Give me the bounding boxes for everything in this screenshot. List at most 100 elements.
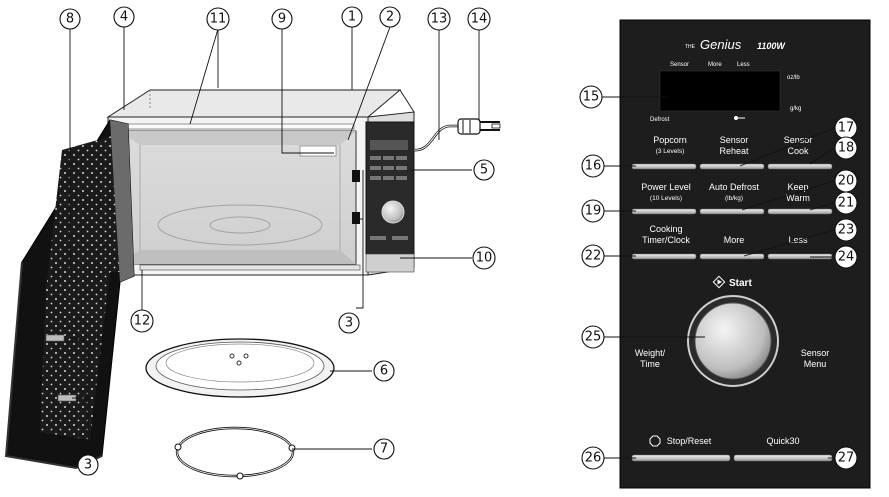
keep-warm-button[interactable]: Keep Warm xyxy=(767,182,833,215)
glass-tray xyxy=(145,338,335,398)
bottom-trim xyxy=(139,264,361,271)
callout-1: 1 xyxy=(341,6,363,28)
microwave-body xyxy=(106,89,415,276)
callout-23: 23 xyxy=(834,218,858,242)
svg-text:25: 25 xyxy=(585,330,602,345)
stop-reset-button[interactable]: Stop/Reset xyxy=(631,435,731,462)
svg-text:Cook: Cook xyxy=(787,146,809,156)
roller-ring xyxy=(174,426,296,480)
svg-text:Quick30: Quick30 xyxy=(766,436,799,446)
svg-text:27: 27 xyxy=(838,451,855,466)
unit-g-kg: g/kg xyxy=(790,106,801,112)
oven-light-strip xyxy=(121,123,355,130)
callout-7: 7 xyxy=(373,438,395,460)
sensor-reheat-button[interactable]: Sensor Reheat xyxy=(699,135,765,170)
svg-text:3: 3 xyxy=(345,316,353,331)
callout-27: 27 xyxy=(834,446,858,470)
svg-text:Menu: Menu xyxy=(804,359,827,369)
svg-text:9: 9 xyxy=(278,12,286,27)
control-panel: THE Genius 1100W Sensor More Less oz/lb … xyxy=(619,19,871,489)
callout-17: 17 xyxy=(834,116,858,140)
latch-receptacle-upper xyxy=(352,170,360,182)
svg-text:More: More xyxy=(724,235,745,245)
svg-text:(3 Levels): (3 Levels) xyxy=(656,148,685,155)
callout-6: 6 xyxy=(373,360,395,382)
svg-text:Power Level: Power Level xyxy=(641,182,691,192)
svg-text:Stop/Reset: Stop/Reset xyxy=(667,436,712,446)
svg-text:11: 11 xyxy=(210,12,227,27)
svg-text:6: 6 xyxy=(380,364,388,379)
callout-10: 10 xyxy=(472,246,496,270)
svg-text:2: 2 xyxy=(386,10,394,25)
callout-15: 15 xyxy=(579,85,603,109)
svg-text:16: 16 xyxy=(585,159,602,174)
leader-lines xyxy=(69,26,480,452)
callout-20: 20 xyxy=(834,169,858,193)
svg-text:Sensor: Sensor xyxy=(801,348,830,358)
callout-24: 24 xyxy=(834,245,858,269)
display-window: Sensor More Less oz/lb g/kg Defrost xyxy=(650,62,801,123)
indicator-more: More xyxy=(708,62,722,68)
callout-9: 9 xyxy=(271,8,293,30)
svg-text:Keep: Keep xyxy=(787,182,808,192)
power-level-button[interactable]: Power Level (10 Levels) xyxy=(631,182,697,215)
svg-text:5: 5 xyxy=(480,163,488,178)
svg-text:Time: Time xyxy=(640,359,660,369)
svg-text:Weight/: Weight/ xyxy=(635,348,666,358)
svg-text:20: 20 xyxy=(838,174,855,189)
svg-text:Timer/Clock: Timer/Clock xyxy=(642,235,690,245)
callout-11: 11 xyxy=(206,7,230,31)
svg-text:8: 8 xyxy=(66,12,74,27)
indicator-less: Less xyxy=(737,62,750,68)
svg-text:Warm: Warm xyxy=(786,193,810,203)
callout-5: 5 xyxy=(473,159,495,181)
oven-light xyxy=(299,145,337,157)
microwave-door xyxy=(4,119,135,470)
callout-26: 26 xyxy=(581,446,605,470)
unit-oz-lb: oz/lb xyxy=(787,75,800,81)
start-dial[interactable] xyxy=(687,295,779,387)
mini-dial-icon xyxy=(381,200,405,224)
sensor-cook-button[interactable]: Sensor Cook xyxy=(767,135,833,170)
weight-time-label: Weight/ Time xyxy=(635,348,666,369)
lower-side-panel xyxy=(365,253,415,273)
svg-text:18: 18 xyxy=(838,141,855,156)
svg-text:23: 23 xyxy=(838,223,855,238)
cooking-timer-clock-button[interactable]: Cooking Timer/Clock xyxy=(631,224,697,260)
door-latch-upper xyxy=(45,334,65,342)
start-label: Start xyxy=(712,275,752,289)
svg-text:1: 1 xyxy=(348,10,356,25)
auto-defrost-button[interactable]: Auto Defrost (lb/kg) xyxy=(699,182,765,215)
callout-18: 18 xyxy=(834,136,858,160)
svg-text:17: 17 xyxy=(838,121,855,136)
latch-receptacle-lower xyxy=(352,212,360,224)
door-window-mesh xyxy=(40,136,124,440)
svg-text:Genius: Genius xyxy=(700,37,742,52)
svg-text:Start: Start xyxy=(729,278,752,289)
svg-text:24: 24 xyxy=(838,250,855,265)
callout-16: 16 xyxy=(581,154,605,178)
brand-logo: THE Genius 1100W xyxy=(685,37,786,52)
svg-text:13: 13 xyxy=(431,12,448,27)
svg-text:(10 Levels): (10 Levels) xyxy=(650,195,682,202)
indicator-defrost: Defrost xyxy=(650,117,670,123)
callout-12: 12 xyxy=(130,309,154,333)
callout-13: 13 xyxy=(427,7,451,31)
svg-text:10: 10 xyxy=(476,251,493,266)
key-icon xyxy=(734,116,745,120)
svg-text:22: 22 xyxy=(585,249,602,264)
svg-text:Sensor: Sensor xyxy=(720,135,749,145)
svg-text:14: 14 xyxy=(471,12,488,27)
svg-text:Auto Defrost: Auto Defrost xyxy=(709,182,760,192)
svg-text:19: 19 xyxy=(585,204,602,219)
start-icon xyxy=(712,275,726,289)
popcorn-button[interactable]: Popcorn (3 Levels) xyxy=(631,135,697,170)
callout-3a: 3 xyxy=(338,312,360,334)
panel-leader-lines xyxy=(602,96,835,459)
callout-2: 2 xyxy=(379,6,401,28)
svg-text:7: 7 xyxy=(380,442,388,457)
indicator-sensor: Sensor xyxy=(670,62,689,68)
callout-14: 14 xyxy=(467,7,491,31)
power-plug-icon xyxy=(457,118,501,135)
